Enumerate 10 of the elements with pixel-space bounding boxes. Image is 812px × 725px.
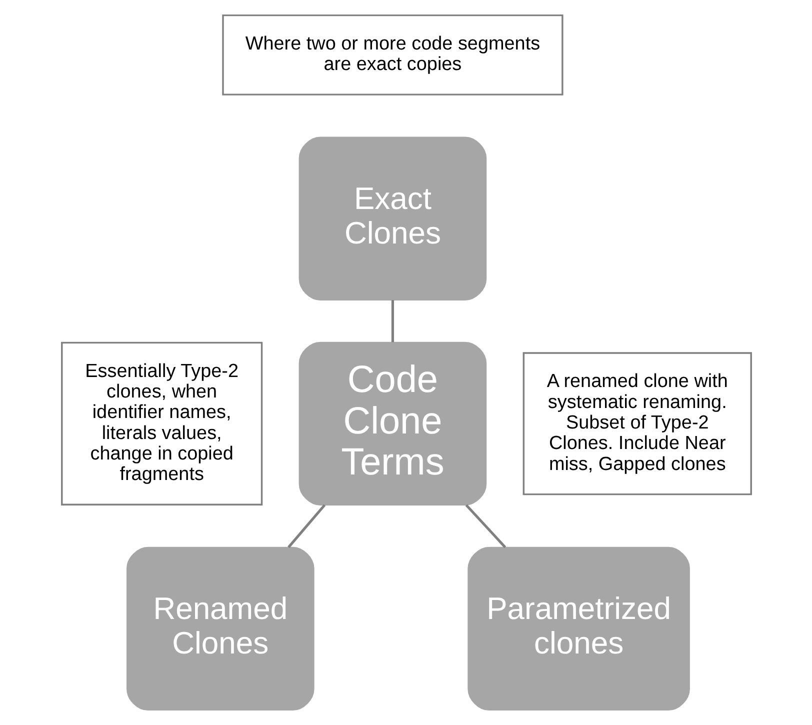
connector bbox=[464, 504, 506, 548]
connector bbox=[390, 300, 394, 342]
node-box: Parametrized clones bbox=[467, 546, 690, 711]
node-box: Exact Clones bbox=[298, 136, 486, 300]
node-box: Where two or more code segments are exact copies bbox=[222, 14, 563, 96]
node-box: Essentially Type-2 clones, when identifier names, literals values, change in copied fragments bbox=[60, 342, 262, 506]
node-box: A renamed clone with systematic renaming. Subset of Type-2 Clones. Include Near miss, Gapped clones bbox=[522, 352, 752, 496]
node-box: Code Clone Terms bbox=[298, 342, 486, 506]
connector bbox=[287, 504, 326, 548]
node-box: Renamed Clones bbox=[126, 546, 314, 711]
